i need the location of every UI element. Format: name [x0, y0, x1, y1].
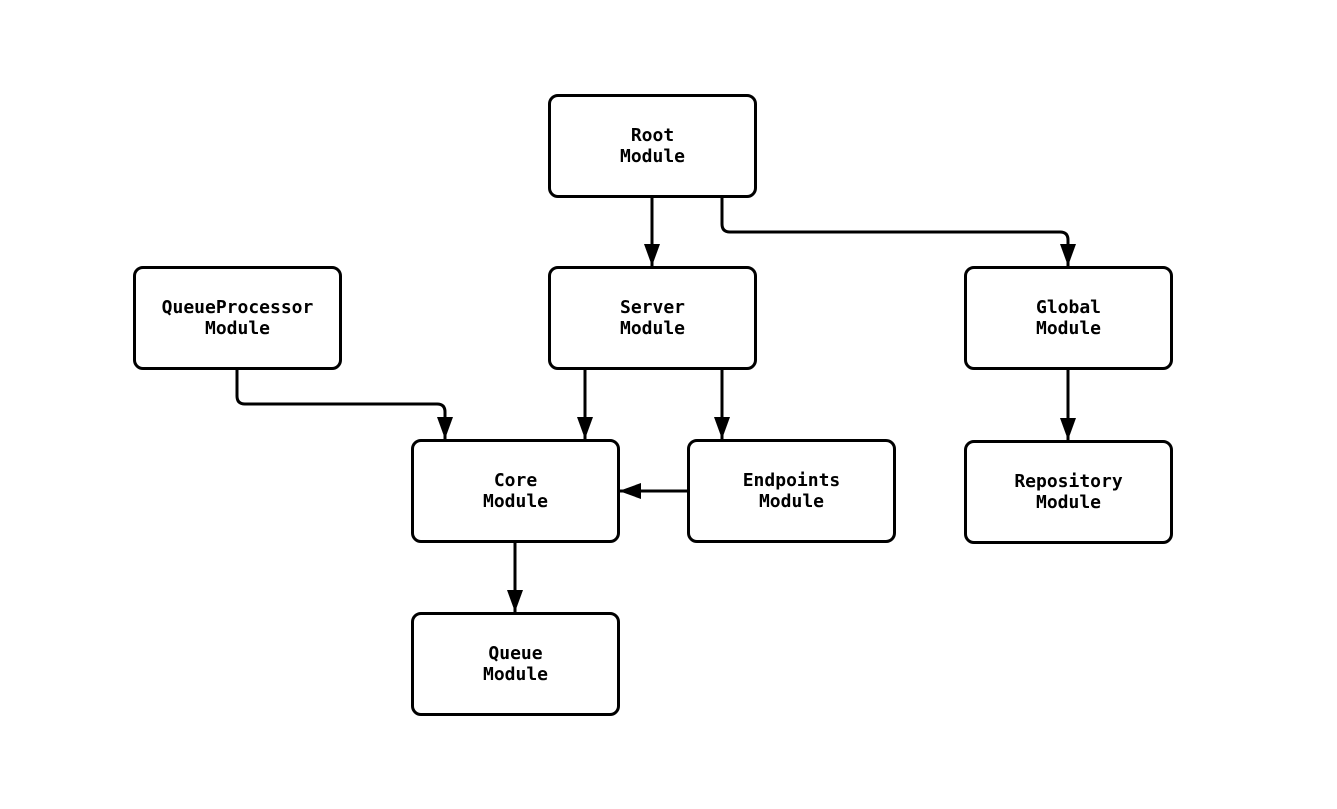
node-server-module-label: Server Module [619, 297, 686, 339]
node-repository-module-label: Repository Module [1014, 471, 1123, 513]
node-endpoints-module: Endpoints Module [687, 439, 896, 543]
node-queue-module-label: Queue Module [482, 643, 549, 685]
node-root-module-label: Root Module [619, 125, 686, 167]
edge-root-to-global [720, 196, 1076, 268]
node-queueprocessor-module: QueueProcessor Module [133, 266, 342, 370]
node-queue-module: Queue Module [411, 612, 620, 716]
node-core-module-label: Core Module [482, 470, 549, 512]
node-endpoints-module-label: Endpoints Module [742, 470, 841, 512]
edge-queueprocessor-to-core [235, 368, 453, 441]
node-root-module: Root Module [548, 94, 757, 198]
node-queueprocessor-module-label: QueueProcessor Module [161, 297, 314, 339]
node-global-module: Global Module [964, 266, 1173, 370]
node-core-module: Core Module [411, 439, 620, 543]
node-repository-module: Repository Module [964, 440, 1173, 544]
node-server-module: Server Module [548, 266, 757, 370]
node-global-module-label: Global Module [1035, 297, 1102, 339]
